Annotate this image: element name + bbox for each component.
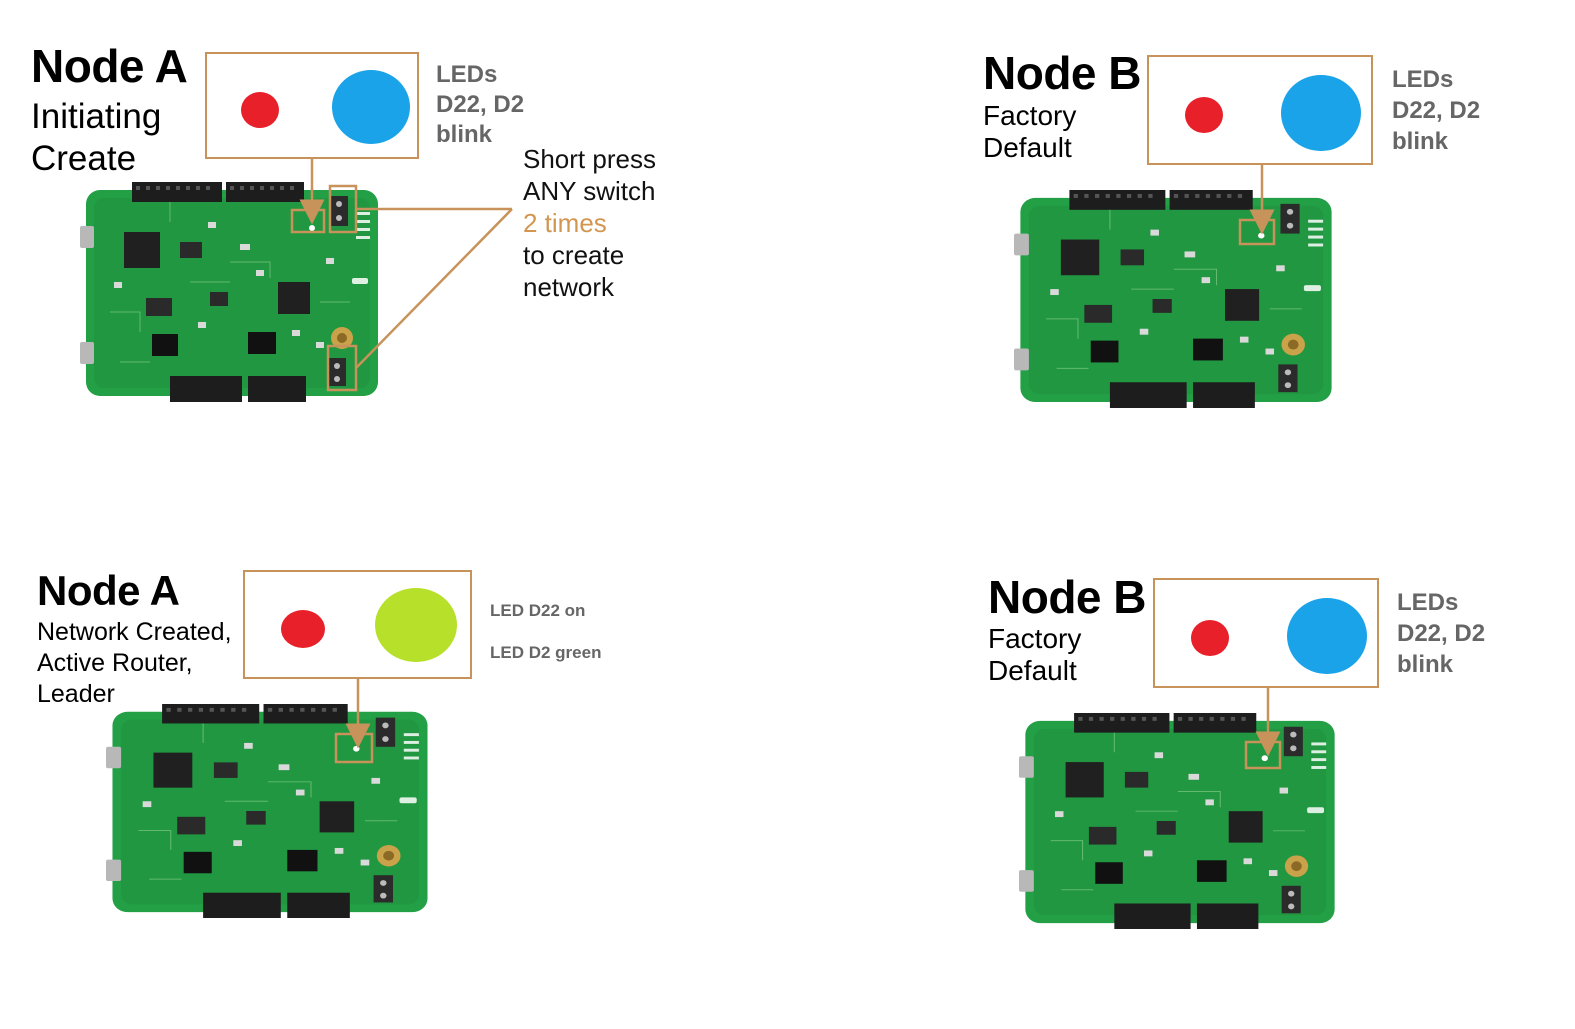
subtitle-line: Default — [983, 132, 1072, 163]
subtitle-line: Network Created, — [37, 618, 232, 646]
subtitle-line: Create — [31, 139, 137, 178]
dev-board-image — [80, 182, 379, 402]
blue-led-icon — [1281, 75, 1361, 151]
led-label: LEDs D22, D2 blink — [1397, 587, 1485, 680]
led-label-line: blink — [436, 121, 493, 148]
led-label-line: D22, D2 — [436, 91, 525, 118]
subtitle-line: Active Router, — [37, 649, 193, 677]
subtitle-line: Leader — [37, 680, 115, 708]
led-label-line: D22, D2 — [1392, 97, 1481, 124]
green-led-icon — [375, 588, 457, 662]
node-subtitle: Factory Default — [983, 100, 1076, 164]
node-subtitle: Network Created, Active Router, Leader — [37, 617, 232, 710]
led-label-line: LEDs — [1397, 589, 1459, 616]
instruction-line: to create — [523, 240, 625, 270]
subtitle-line: Factory — [983, 100, 1077, 131]
node-subtitle: Factory Default — [988, 623, 1081, 687]
node-subtitle: Initiating Create — [31, 96, 161, 180]
blue-led-icon — [332, 70, 410, 144]
instruction-line: network — [523, 272, 615, 302]
red-led-icon — [1185, 97, 1223, 133]
red-led-icon — [1191, 620, 1229, 656]
led-label-line: LEDs — [1392, 66, 1454, 93]
instruction-line: ANY switch — [523, 176, 656, 206]
led-indicator-box — [1153, 578, 1379, 688]
dev-board-image — [1014, 190, 1333, 408]
led-label-line: blink — [1397, 651, 1454, 678]
led-label: LEDs D22, D2 blink — [436, 60, 524, 150]
led-label: LED D22 on LED D2 green — [490, 590, 601, 674]
dev-board-image — [1019, 713, 1336, 929]
led-label: LEDs D22, D2 blink — [1392, 64, 1480, 157]
red-led-icon — [241, 92, 279, 128]
led-indicator-box — [205, 52, 419, 159]
dev-board-image — [106, 704, 429, 918]
subtitle-line: Default — [988, 655, 1077, 686]
subtitle-line: Factory — [988, 623, 1082, 654]
node-title: Node B — [983, 47, 1142, 99]
subtitle-line: Initiating — [31, 97, 162, 136]
led-label-line: blink — [1392, 128, 1449, 155]
led-label-line: LED D22 on — [490, 601, 586, 620]
red-led-icon — [281, 610, 325, 648]
led-label-line: LED D2 green — [490, 643, 602, 662]
instruction-text: Short press ANY switch 2 times to create… — [523, 143, 656, 303]
led-label-line: D22, D2 — [1397, 620, 1486, 647]
led-indicator-box — [243, 570, 472, 679]
node-title: Node A — [37, 567, 180, 614]
node-title: Node A — [31, 40, 188, 92]
instruction-highlight: 2 times — [523, 208, 607, 238]
led-indicator-box — [1147, 55, 1373, 165]
node-title: Node B — [988, 571, 1147, 623]
led-label-line: LEDs — [436, 61, 498, 88]
blue-led-icon — [1287, 598, 1367, 674]
instruction-line: Short press — [523, 144, 656, 174]
